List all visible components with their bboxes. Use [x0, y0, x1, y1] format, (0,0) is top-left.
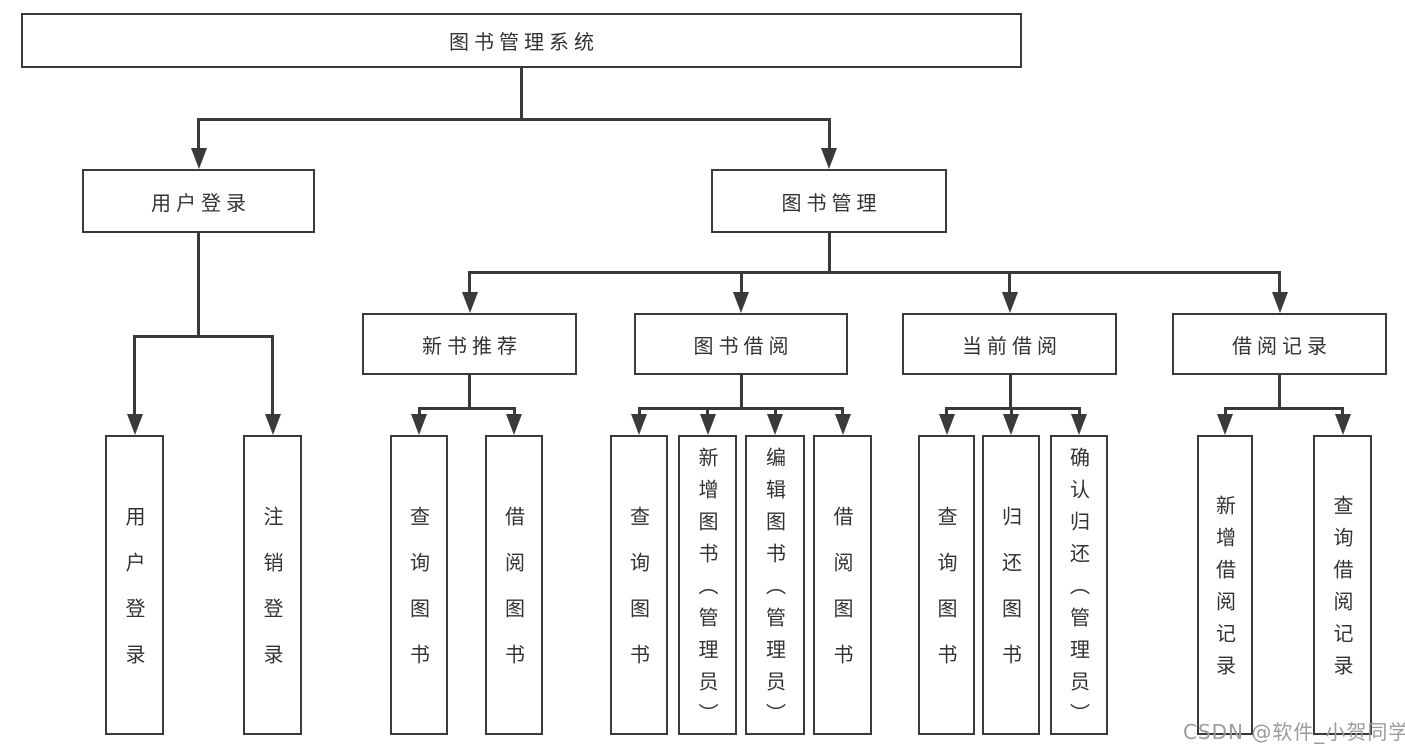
leaf-add-borrow-record: 新增借阅记录: [1197, 435, 1253, 735]
node-user-login: 用户登录: [82, 169, 315, 233]
node-user-login-label: 用户登录: [151, 190, 251, 215]
arrowhead-icon: [631, 414, 647, 435]
arrowhead-icon: [190, 148, 207, 169]
arrowhead-icon: [938, 414, 955, 435]
leaf-query-books-2: 查询图书: [610, 435, 668, 735]
arrowhead-icon: [264, 414, 281, 435]
leaf-user-login: 用户登录: [105, 435, 164, 735]
connector-line: [773, 406, 777, 419]
connector-line: [468, 375, 471, 409]
connector-line: [1223, 406, 1344, 410]
leaf-query-borrow-record-label: 查询借阅记录: [1330, 495, 1354, 687]
leaf-query-borrow-record: 查询借阅记录: [1313, 435, 1372, 735]
leaf-borrow-books-1: 借阅图书: [485, 435, 543, 735]
node-borrow-records-label: 借阅记录: [1232, 333, 1332, 358]
connector-line: [1008, 270, 1011, 296]
connector-line: [739, 375, 743, 409]
connector-line: [827, 233, 831, 273]
node-root-label: 图书管理系统: [449, 30, 599, 54]
csdn-watermark-text: CSDN @软件_小贺同学: [1183, 720, 1405, 744]
connector-line: [1009, 406, 1013, 419]
connector-line: [945, 406, 948, 419]
connector-line: [468, 270, 471, 296]
arrowhead-icon: [1003, 414, 1019, 435]
connector-line: [945, 406, 1080, 410]
arrowhead-icon: [767, 414, 783, 435]
arrowhead-icon: [461, 292, 478, 313]
leaf-borrow-books-2-label: 借阅图书: [830, 506, 854, 690]
leaf-query-books-1-label: 查询图书: [406, 506, 431, 690]
connector-line: [637, 406, 844, 410]
csdn-watermark: CSDN @软件_小贺同学: [1183, 716, 1405, 745]
leaf-add-borrow-record-label: 新增借阅记录: [1212, 495, 1237, 687]
node-book-borrow: 图书借阅: [634, 313, 848, 375]
connector-line: [197, 117, 830, 121]
connector-line: [468, 270, 1281, 274]
connector-line: [271, 334, 274, 417]
node-book-management-label: 图书管理: [781, 190, 882, 215]
arrowhead-icon: [699, 414, 716, 435]
leaf-edit-books-admin: 编辑图书（管理员）: [745, 435, 805, 735]
arrowhead-icon: [1334, 414, 1351, 435]
leaf-edit-books-admin-label: 编辑图书（管理员）: [762, 447, 787, 735]
connector-line: [1008, 375, 1012, 409]
arrowhead-icon: [1217, 414, 1233, 435]
connector-line: [1341, 406, 1344, 419]
connector-line: [197, 233, 200, 337]
connector-line: [512, 406, 516, 419]
leaf-confirm-return-admin: 确认归还（管理员）: [1050, 435, 1108, 735]
leaf-add-books-admin-label: 新增图书（管理员）: [695, 447, 719, 735]
leaf-return-books-label: 归还图书: [998, 506, 1023, 690]
leaf-logout-label: 注销登录: [260, 506, 284, 690]
node-current-borrow: 当前借阅: [902, 313, 1117, 375]
connector-line: [706, 406, 709, 419]
leaf-user-login-label: 用户登录: [122, 506, 146, 690]
node-borrow-records: 借阅记录: [1172, 313, 1387, 375]
leaf-borrow-books-1-label: 借阅图书: [501, 506, 526, 690]
leaf-borrow-books-2: 借阅图书: [813, 435, 872, 735]
arrowhead-icon: [506, 414, 522, 435]
leaf-query-books-1: 查询图书: [390, 435, 448, 735]
connector-line: [417, 406, 421, 419]
arrowhead-icon: [1271, 292, 1288, 313]
arrowhead-icon: [411, 414, 427, 435]
connector-line: [1077, 406, 1081, 419]
connector-line: [133, 334, 136, 417]
connector-line: [417, 406, 516, 410]
leaf-query-books-2-label: 查询图书: [626, 506, 651, 690]
connector-line: [133, 334, 274, 338]
connector-line: [841, 406, 844, 419]
leaf-query-books-3: 查询图书: [918, 435, 975, 735]
arrowhead-icon: [1071, 414, 1087, 435]
connector-line: [1278, 270, 1281, 296]
node-book-management: 图书管理: [711, 169, 947, 233]
node-current-borrow-label: 当前借阅: [962, 333, 1062, 358]
leaf-logout: 注销登录: [243, 435, 302, 735]
leaf-query-books-3-label: 查询图书: [934, 506, 958, 690]
connector-line: [739, 270, 743, 296]
arrowhead-icon: [821, 148, 837, 169]
connector-line: [1223, 406, 1227, 419]
node-new-book-recommend: 新书推荐: [362, 313, 577, 375]
leaf-return-books: 归还图书: [982, 435, 1040, 735]
connector-line: [197, 117, 200, 152]
arrowhead-icon: [733, 292, 749, 313]
connector-line: [520, 68, 523, 120]
leaf-confirm-return-admin-label: 确认归还（管理员）: [1066, 447, 1091, 735]
arrowhead-icon: [1001, 292, 1018, 313]
node-book-borrow-label: 图书借阅: [693, 333, 794, 358]
arrowhead-icon: [834, 414, 851, 435]
leaf-add-books-admin: 新增图书（管理员）: [678, 435, 737, 735]
node-root: 图书管理系统: [21, 13, 1022, 68]
node-new-book-recommend-label: 新书推荐: [422, 333, 522, 358]
connector-line: [827, 117, 831, 152]
connector-line: [637, 406, 641, 419]
arrowhead-icon: [126, 414, 143, 435]
connector-line: [1278, 375, 1281, 409]
